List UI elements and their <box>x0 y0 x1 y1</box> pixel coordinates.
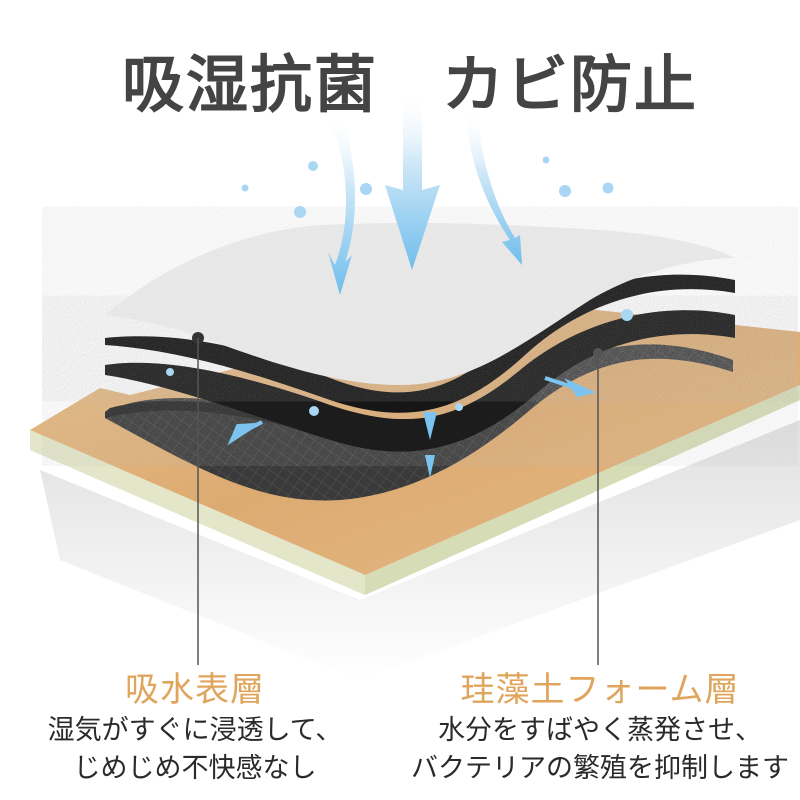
arrow-down-icon <box>425 455 435 478</box>
water-droplets <box>166 156 633 416</box>
caption-line: バクテリアの繁殖を抑制します <box>411 753 789 784</box>
headline-mold-prevention: カビ防止 <box>442 48 699 121</box>
caption-absorbent-layer: 吸水表層 湿気がすぐに浸透して、 じめじめ不快感なし <box>30 668 360 788</box>
caption-line: 水分をすばやく蒸発させ、 <box>438 715 762 746</box>
black-middle-layer-2 <box>105 310 735 452</box>
arrow-diagonal-icon <box>544 376 597 398</box>
diatomite-foam-layer <box>105 344 733 501</box>
headline-moisture-antibacterial: 吸湿抗菌 <box>122 48 379 121</box>
absorbent-surface-layer <box>105 222 735 385</box>
caption-title: 吸水表層 <box>125 670 265 710</box>
arrow-down-icon <box>465 110 522 265</box>
airflow-arrows <box>227 90 597 478</box>
arrow-down-icon <box>385 90 440 270</box>
callout-right <box>593 348 603 665</box>
caption-line: 湿気がすぐに浸透して、 <box>47 715 343 746</box>
arrow-down-icon <box>325 110 356 295</box>
callout-left <box>192 332 204 665</box>
caption-title: 珪藻土フォーム層 <box>460 670 740 710</box>
caption-diatomite-layer: 珪藻土フォーム層 水分をすばやく蒸発させ、 バクテリアの繁殖を抑制します <box>400 668 800 788</box>
arrow-diagonal-icon <box>227 420 263 446</box>
arrow-down-icon <box>423 412 437 440</box>
caption-line: じめじめ不快感なし <box>73 753 317 784</box>
headline: 吸湿抗菌 カビ防止 <box>0 40 800 130</box>
black-middle-layer-1 <box>105 274 735 413</box>
